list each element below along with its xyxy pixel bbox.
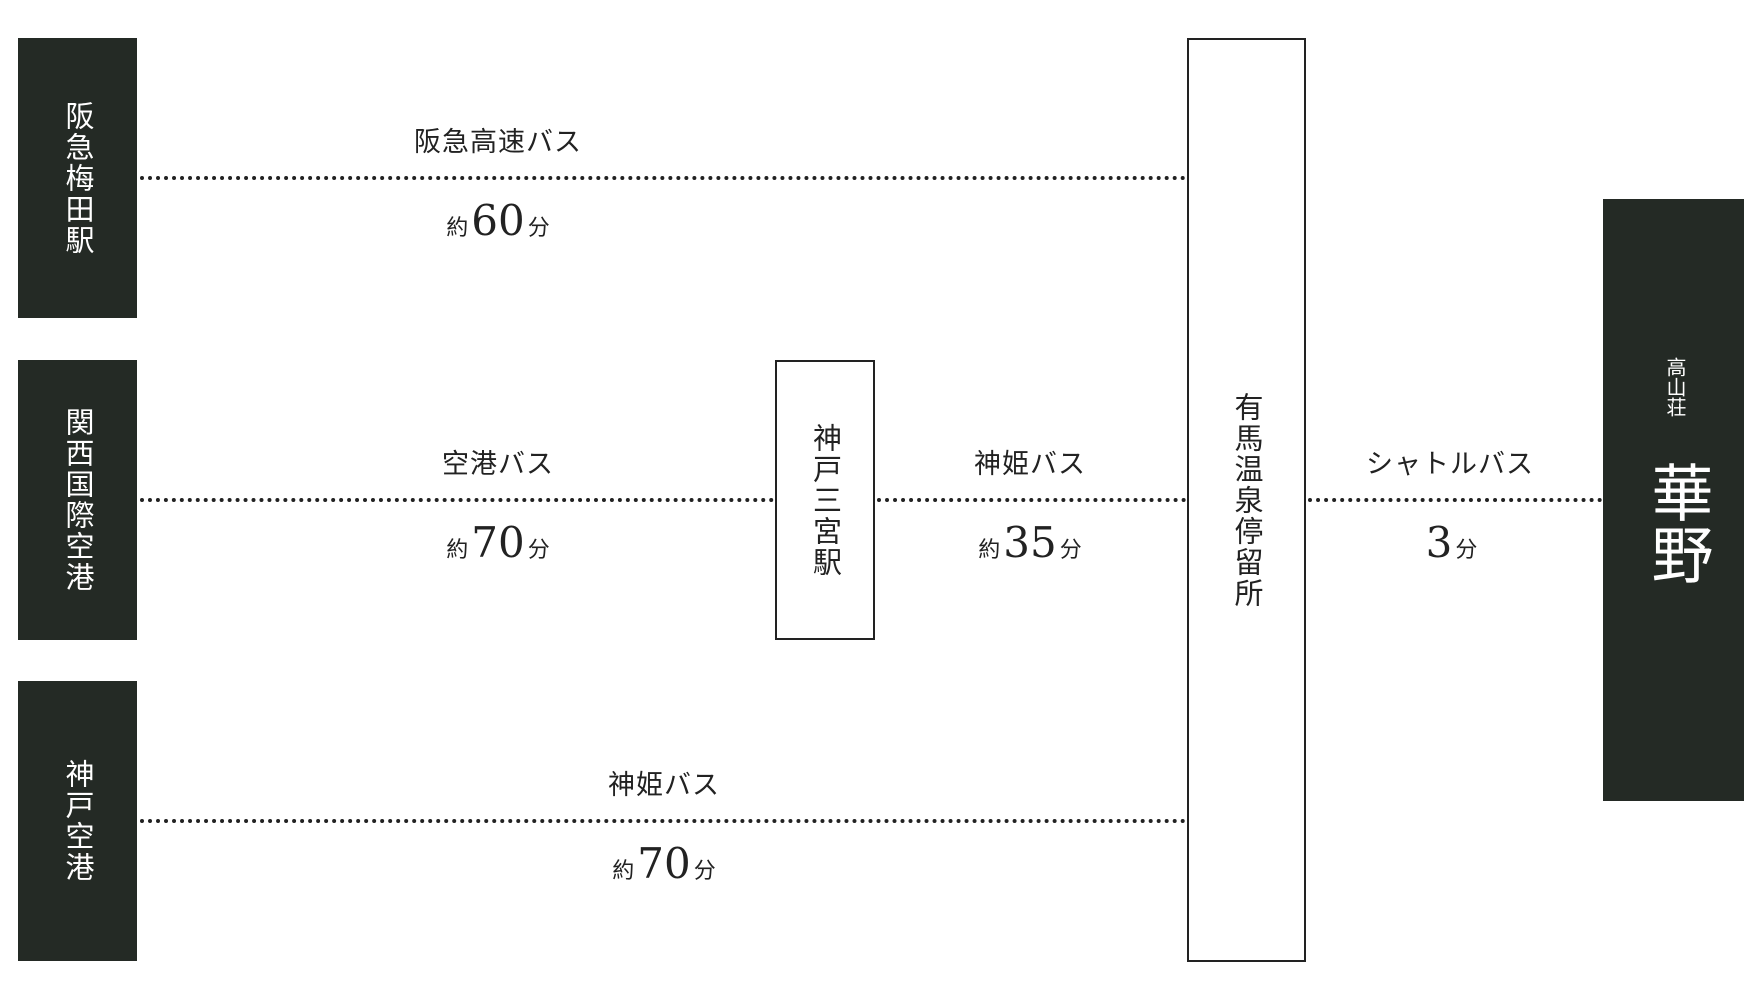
time-prefix: 約 xyxy=(612,859,635,884)
time-prefix: 約 xyxy=(446,538,469,563)
time-minutes: 70 xyxy=(637,839,691,888)
route-name-sannomiya-arima: 神姫バス xyxy=(974,449,1086,480)
route-name-ukb-arima: 神姫バス xyxy=(608,770,720,801)
route-line-kix-sannomiya xyxy=(140,498,774,502)
origin-umeda-station: 阪急梅田駅 xyxy=(18,38,137,318)
time-unit: 分 xyxy=(1455,538,1478,563)
time-minutes: 35 xyxy=(1003,518,1057,567)
origin-kansai-airport: 関西国際空港 xyxy=(18,360,137,640)
time-prefix: 約 xyxy=(978,538,1001,563)
route-line-ukb-arima xyxy=(140,819,1186,823)
time-unit: 分 xyxy=(527,216,550,241)
station-label: 有馬温泉停留所 xyxy=(1230,391,1264,609)
time-unit: 分 xyxy=(527,538,550,563)
route-name-kix-sannomiya: 空港バス xyxy=(442,449,554,480)
origin-label: 神戸空港 xyxy=(61,759,95,883)
time-prefix: 約 xyxy=(446,216,469,241)
time-minutes: 3 xyxy=(1425,518,1453,567)
station-sannomiya: 神戸三宮駅 xyxy=(775,360,875,640)
route-line-umeda-arima xyxy=(140,176,1186,180)
time-minutes: 70 xyxy=(471,518,525,567)
route-line-arima-hotel xyxy=(1308,498,1602,502)
route-line-sannomiya-arima xyxy=(877,498,1186,502)
origin-label: 阪急梅田駅 xyxy=(61,100,95,256)
destination-hotel-box: 高山荘 華野 xyxy=(1603,199,1744,801)
hotel-logo: 高山荘 華野 xyxy=(1641,357,1714,585)
station-label: 神戸三宮駅 xyxy=(808,422,843,578)
station-arima-onsen: 有馬温泉停留所 xyxy=(1187,38,1306,962)
logo-sub-text: 高山荘 xyxy=(1663,357,1687,417)
logo-main-text: 華野 xyxy=(1641,461,1714,585)
time-unit: 分 xyxy=(693,859,716,884)
route-name-arima-hotel: シャトルバス xyxy=(1366,449,1534,480)
origin-label: 関西国際空港 xyxy=(61,407,95,593)
origin-kobe-airport: 神戸空港 xyxy=(18,681,137,961)
time-minutes: 60 xyxy=(471,196,525,245)
route-name-umeda-arima: 阪急高速バス xyxy=(414,127,582,158)
time-unit: 分 xyxy=(1059,538,1082,563)
